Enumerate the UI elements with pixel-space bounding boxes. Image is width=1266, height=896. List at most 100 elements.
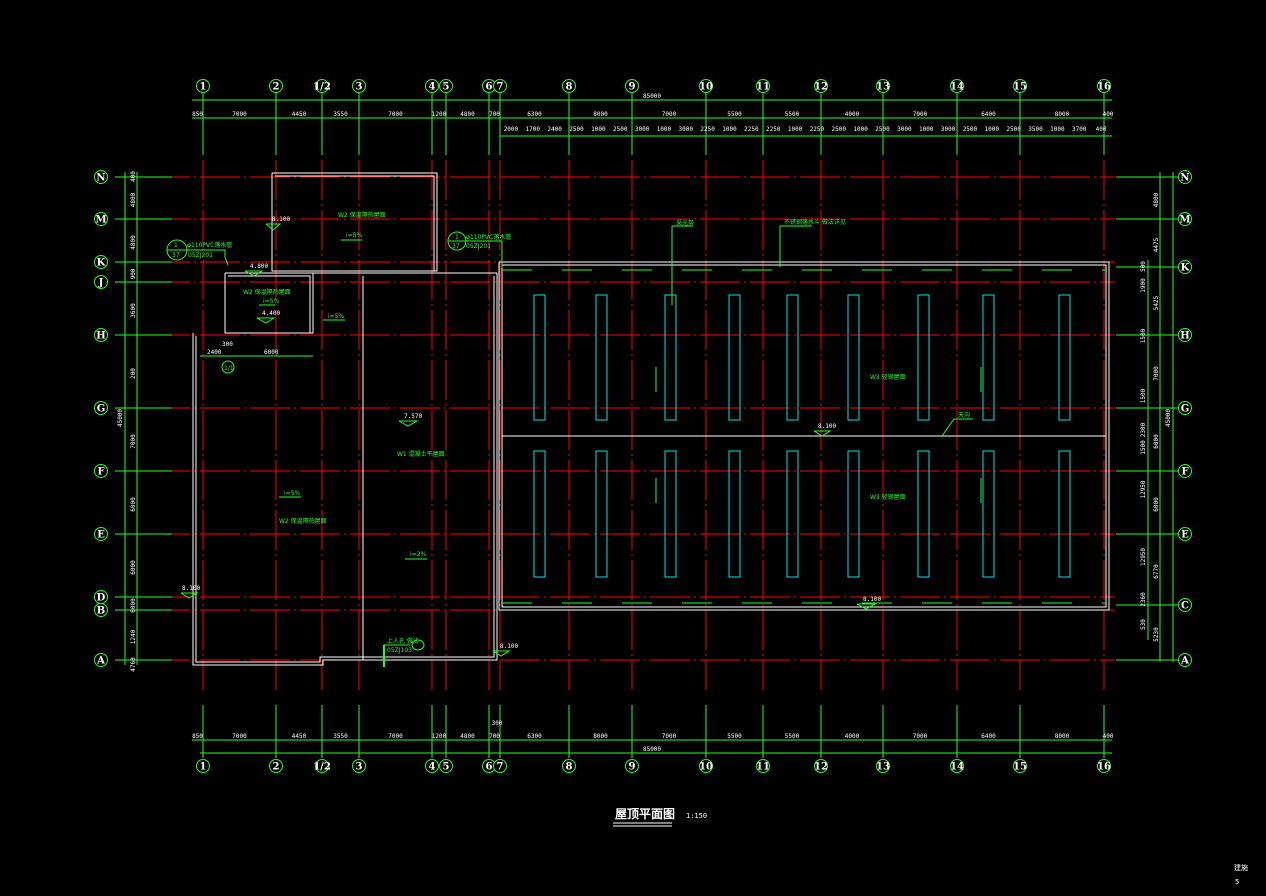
top-dim-3: 3550 [333,111,348,118]
column-axis-bubbles: 11221/21/2334455667788991010111112121313… [196,79,1111,773]
col-bubble-bottom-2: 1/2 [313,759,331,773]
roof-w2-upper-label: W2 保温隔热屋面 [338,211,386,219]
row-bubble-left-F: F [94,464,108,478]
row-bubble-left-G: G [94,401,108,415]
elevation-7: 8.100 [818,423,836,430]
top-inner-dim-4: 1000 [591,126,606,133]
elevation-3: 4.400 [262,310,280,317]
small-dim-1: 2400 [207,349,222,356]
row-bubble-right-M: M [1178,212,1192,226]
top-inner-dim-12: 2250 [766,126,781,133]
row-bubble-left-N-circle [94,170,108,184]
row-bubble-right-C: C [1178,598,1192,612]
col-bubble-bottom-5: 5 [439,759,453,773]
skylight-lower-0 [533,450,546,578]
top-inner-dim-24: 3500 [1028,126,1043,133]
col-bubble-top-12: 12 [814,79,828,93]
col-bubble-bottom-9: 9 [625,759,639,773]
skylight-upper-4 [786,294,799,421]
bottom-dim-7: 700 [489,733,500,740]
row-bubble-left-E: E [94,527,108,541]
drain-note-1-text: φ110PVC落水管 [187,241,232,249]
col-bubble-top-1-circle [269,79,283,93]
col-bubble-top-10: 10 [699,79,713,93]
drain-note-1-sheet: 37 [172,252,180,259]
row-bubble-right-K-label: K [1181,263,1190,274]
top-inner-dim-11: 2250 [744,126,759,133]
row-bubble-right-M-label: M [1179,215,1190,226]
top-inner-dim-23: 2500 [1006,126,1021,133]
row-bubble-left-H: H [94,328,108,342]
right-dim-2: 5425 [1153,295,1160,310]
col-bubble-bottom-12: 12 [814,759,828,773]
top-inner-dim-7: 1000 [657,126,672,133]
col-bubble-bottom-4-label: 4 [429,762,436,773]
left-dim-7: 6000 [130,497,137,512]
row-bubble-left-G-label: G [97,404,106,415]
row-bubble-left-B-circle [94,603,108,617]
drain-note-1: 1 37 φ110PVC落水管 05ZJ201 [166,239,232,266]
bottom-dim-5: 1200 [432,733,447,740]
col-bubble-top-7-circle [493,79,507,93]
bottom-dim-13: 4000 [845,733,860,740]
roof-exit-note: 上人孔 做法 [387,637,419,645]
col-bubble-top-12-circle [814,79,828,93]
col-bubble-bottom-6-label: 6 [486,762,493,773]
row-bubble-right-M-circle [1178,212,1192,226]
col-bubble-bottom-5-circle [439,759,453,773]
row-bubble-right-K-circle [1178,260,1192,274]
col-bubble-top-15: 15 [1013,79,1027,93]
right-dim-5: 6000 [1153,497,1160,512]
row-bubble-left-J-label: J [98,278,104,289]
col-bubble-top-11-circle [756,79,770,93]
right-inner-dim-2: 1500 [1140,328,1147,343]
drawing-scale: 1:150 [686,812,707,820]
row-bubble-right-C-circle [1178,598,1192,612]
top-inner-dim-13: 1000 [788,126,803,133]
row-bubble-right-F-label: F [1181,467,1188,478]
drain-note-2-ref: 05ZJ201 [466,243,491,250]
top-inner-dim-16: 1000 [853,126,868,133]
col-bubble-top-11-label: 11 [756,82,770,93]
col-bubble-top-0-circle [196,79,210,93]
row-bubble-left-J-circle [94,275,108,289]
right-dim-7: 5230 [1153,627,1160,642]
skylight-lower-1 [595,450,608,578]
elevation-8: 8.100 [863,596,881,603]
skylight-lower-2 [664,450,677,578]
row-bubble-right-E-label: E [1181,530,1189,541]
left-dim-5: 200 [130,368,137,379]
col-bubble-top-7-label: 7 [497,82,504,93]
top-inner-dim-18: 3000 [897,126,912,133]
col-bubble-top-12-label: 12 [814,82,828,93]
bottom-dim-17: 400 [1103,733,1114,740]
top-dim-10: 7000 [662,111,677,118]
col-bubble-top-0: 1 [196,79,210,93]
top-dim-7: 700 [489,111,500,118]
small-roof-outer [224,272,314,334]
col-bubble-top-11: 11 [756,79,770,93]
skylight-lower-3 [728,450,741,578]
skylight-lower-6 [917,450,930,578]
top-inner-dim-6: 3000 [635,126,650,133]
detail-bubble: 1/1 [224,365,234,372]
skylight-upper-1 [595,294,608,421]
left-dim-10: 1240 [130,629,137,644]
col-bubble-bottom-10: 10 [699,759,713,773]
top-dim-0: 850 [192,111,203,118]
row-bubble-left-A: A [94,653,108,667]
small-dim-3: 300 [222,341,233,348]
left-dim-4: 3600 [130,303,137,318]
right-inner-dim-3: 1500 [1140,388,1147,403]
bottom-dim-1: 7000 [232,733,247,740]
row-bubble-right-H-label: H [1180,331,1189,342]
roof-w1-label: W1 混凝土平屋面 [397,450,445,458]
skylight-upper-7 [982,294,995,421]
sheet-label: 建施 [1234,863,1248,872]
col-bubble-bottom-8-label: 8 [566,762,573,773]
row-bubble-right-H-circle [1178,328,1192,342]
col-bubble-bottom-13-circle [876,759,890,773]
row-bubble-right-E-circle [1178,527,1192,541]
col-bubble-top-14: 14 [950,79,964,93]
